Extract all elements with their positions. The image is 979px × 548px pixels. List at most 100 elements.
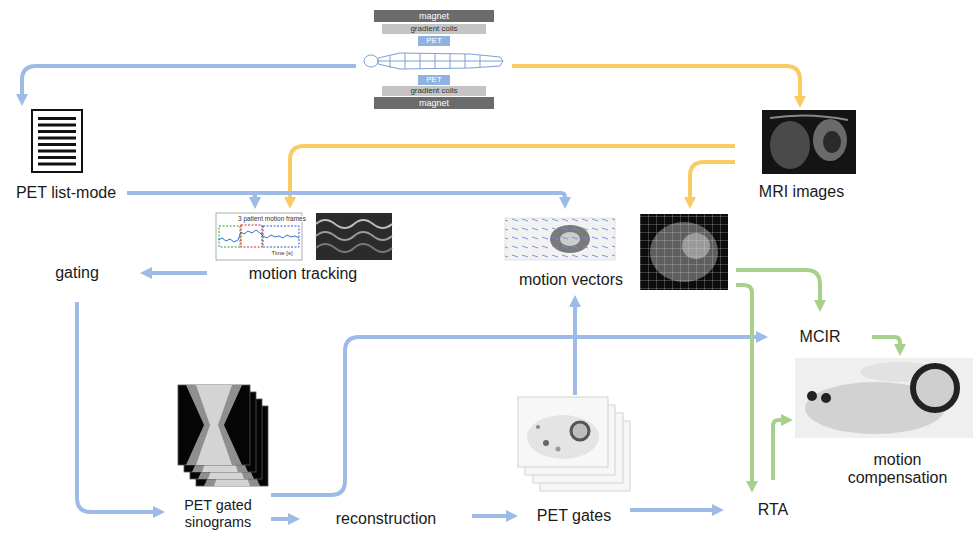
box-fill xyxy=(165,489,271,539)
data-box: PET gates xyxy=(518,395,630,535)
mr-scanner xyxy=(418,36,450,46)
node-text: RTA xyxy=(758,501,789,519)
text-area: PET list-mode xyxy=(5,180,127,206)
node-text: PET gates xyxy=(537,507,611,525)
text-area: motion vectors xyxy=(506,267,636,293)
text-area: PET gated sinograms xyxy=(165,489,271,539)
list-mode-icon xyxy=(38,124,76,127)
mri-image xyxy=(823,131,841,153)
diamond-outline xyxy=(14,244,140,302)
mr-scanner xyxy=(418,75,450,85)
part-label: PET xyxy=(426,76,442,84)
mri-image xyxy=(770,121,810,169)
flow-arrow xyxy=(773,420,785,480)
respiratory-wave-image xyxy=(316,220,392,228)
text-area: gating xyxy=(42,253,113,294)
patient-figure xyxy=(364,55,378,67)
node-text: PET list-mode xyxy=(16,184,116,202)
node-text: PET-MRI xyxy=(413,114,474,131)
compensated-image xyxy=(807,391,817,401)
flow-arrow xyxy=(271,517,292,521)
compensated-image xyxy=(913,366,957,410)
box-fill xyxy=(518,497,630,535)
mri-grid-image xyxy=(640,214,728,290)
respiratory-wave-image xyxy=(316,213,392,260)
part-label-holder: gradient coils xyxy=(410,25,457,33)
list-mode-icon xyxy=(38,117,76,120)
flow-arrow xyxy=(736,285,752,485)
flow-arrow xyxy=(573,303,577,395)
part-label: gradient coils xyxy=(410,25,457,33)
node-text: PET gated sinograms xyxy=(172,497,264,530)
node-text: motion tracking xyxy=(249,265,358,283)
mr-scanner xyxy=(382,86,486,96)
compensated-image xyxy=(795,358,973,438)
decision-diamond: RTA xyxy=(724,480,822,540)
text-area: motion compensation xyxy=(822,440,973,498)
vector-field-image xyxy=(505,218,615,260)
node-text: reconstruction xyxy=(336,510,437,528)
motion-trace-plot xyxy=(218,230,299,242)
mri-grid-image xyxy=(640,214,728,290)
list-mode-icon xyxy=(32,110,82,172)
part-label-holder: magnet xyxy=(419,12,449,21)
list-mode-icon xyxy=(38,137,76,140)
respiratory-wave-image xyxy=(316,244,392,252)
flow-arrow xyxy=(872,337,900,348)
box-fill xyxy=(822,440,973,498)
diamond-outline xyxy=(724,480,822,540)
list-mode-icon xyxy=(38,163,76,166)
text-area: MRI images xyxy=(735,178,868,206)
patient-figure xyxy=(378,53,503,69)
flow-arrow xyxy=(22,66,356,98)
part-label: magnet xyxy=(419,99,449,108)
part-label: 3 patient motion frames xyxy=(237,216,307,223)
flow-arrow xyxy=(127,193,565,201)
part-label-holder: 3 patient motion frames xyxy=(237,216,307,223)
mri-image xyxy=(770,115,848,120)
panel-fill xyxy=(496,209,736,295)
motion-trace-plot xyxy=(241,225,262,247)
list-mode-icon xyxy=(38,130,76,133)
node-text: gating xyxy=(55,264,99,282)
mri-image xyxy=(762,110,856,174)
part-label: magnet xyxy=(419,12,449,21)
list-mode-icon xyxy=(38,150,76,153)
patient-figure xyxy=(364,53,503,69)
scanner-frame xyxy=(357,7,512,110)
part-label: Time [s] xyxy=(270,250,293,256)
part-label-holder: PET xyxy=(426,37,442,45)
vector-field-image xyxy=(505,218,615,260)
text-area: reconstruction xyxy=(304,504,468,535)
diamond-outline xyxy=(768,312,872,362)
box-fill xyxy=(735,178,868,206)
panel-fill xyxy=(207,209,399,289)
flow-arrow xyxy=(472,514,510,518)
text-area: RTA xyxy=(746,489,801,531)
pet-gate-stack xyxy=(518,397,630,491)
motion-trace-plot xyxy=(219,226,240,247)
result-box: motion compensation xyxy=(793,356,973,498)
patient-figure xyxy=(378,53,503,69)
part-label-holder: PET xyxy=(426,76,442,84)
list-mode-icon xyxy=(38,143,76,146)
text-area: MCIR xyxy=(791,320,849,355)
decision-diamond: MCIR xyxy=(768,312,872,362)
mri-image xyxy=(813,119,847,161)
mr-scanner xyxy=(374,10,494,22)
text-area: PET-MRI xyxy=(398,111,488,134)
decision-diamond: gating xyxy=(14,244,140,302)
node-text: MRI images xyxy=(759,183,844,201)
part-label-holder: magnet xyxy=(419,99,449,108)
box-fill xyxy=(5,180,127,206)
node-text: MCIR xyxy=(800,328,841,346)
node-text: motion vectors xyxy=(519,271,623,289)
node-text: motion compensation xyxy=(842,451,954,488)
part-label-holder: Time [s] xyxy=(270,250,293,256)
part-label-holder: gradient coils xyxy=(410,87,457,95)
data-box: MRI images xyxy=(735,108,868,206)
